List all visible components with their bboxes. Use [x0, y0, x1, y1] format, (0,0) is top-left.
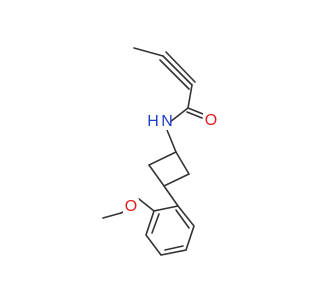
methoxy-oxygen-label: O [125, 198, 137, 215]
structure-canvas: N H O O [102, 47, 219, 256]
molecule-drawing: N H O O [102, 47, 219, 256]
bond-ring-to-methoxy-oxygen [138, 198, 155, 212]
bond-carbonyl-to-nitrogen [169, 107, 189, 123]
carbonyl-oxygen-label: O [205, 112, 217, 129]
carbonyl-double-bond [186, 107, 204, 119]
atom-label-carbonyl-oxygen: O [203, 112, 219, 129]
cyclobutane-ring [147, 150, 191, 188]
bond-methyl-to-alkyne [133, 47, 164, 57]
bond-methoxy-oxygen-to-methyl [102, 212, 122, 219]
bond-alkyne-to-carbonyl [187, 84, 193, 109]
nitrogen-hydrogen-label: H [147, 113, 159, 130]
triple-bond [159, 51, 196, 90]
bond-ring-to-phenyl [163, 185, 179, 207]
nitrogen-label: N [161, 113, 173, 130]
bond-nitrogen-to-ring [166, 129, 177, 153]
atom-label-nitrogen: N H [144, 113, 173, 130]
aromatic-inner-bonds [151, 209, 190, 251]
atom-label-methoxy-oxygen: O [123, 198, 139, 215]
